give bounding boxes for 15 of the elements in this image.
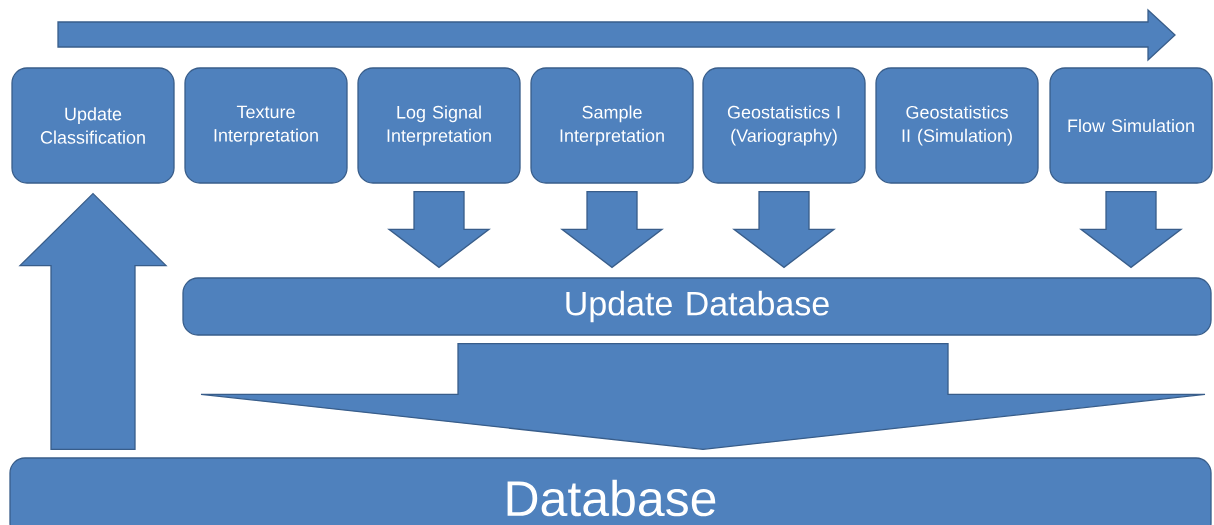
- block-arrow: [18, 192, 168, 450]
- block-arrow: [732, 191, 836, 269]
- database-bar: Update Database: [182, 277, 1212, 336]
- block-arrow: [560, 191, 664, 269]
- process-box: Update Classification: [11, 67, 175, 184]
- process-box: Geostatistics I (Variography): [702, 67, 866, 184]
- process-box: Sample Interpretation: [530, 67, 694, 184]
- process-box: Log Signal Interpretation: [357, 67, 521, 184]
- process-box: Texture Interpretation: [184, 67, 348, 184]
- block-arrow: [1079, 191, 1183, 269]
- block-arrow: [200, 343, 1206, 450]
- database-bar: Database: [9, 457, 1212, 525]
- process-box: Geostatistics II (Simulation): [875, 67, 1039, 184]
- process-box: Flow Simulation: [1049, 67, 1213, 184]
- block-arrow: [387, 191, 491, 269]
